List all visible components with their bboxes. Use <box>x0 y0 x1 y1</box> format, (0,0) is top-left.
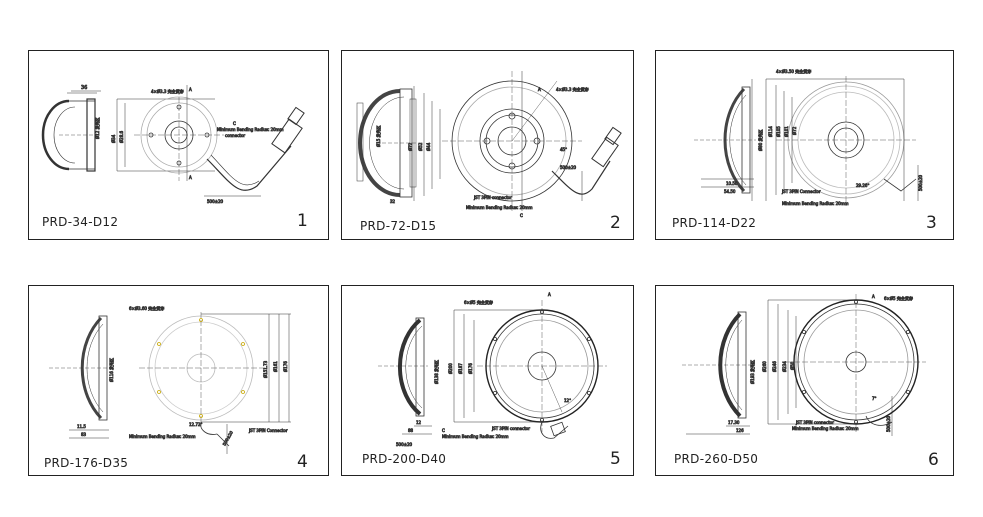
drawing-panel-5: 6×Ø5 完全贯穿 A Ø138 发光区 Ø200 Ø187 Ø176 12 8… <box>341 285 634 476</box>
label-2-8: 32 <box>390 199 396 204</box>
label-1-8: A <box>189 87 192 92</box>
label-6-2: Ø193 发光区 <box>749 360 755 384</box>
panel-number-5: 5 <box>610 449 621 469</box>
drawing-panel-1: 36 Ø12 发光区 Ø28.6 Ø34 4×Ø3.3 完全贯穿 Minimum… <box>28 50 329 240</box>
label-3-9: Minimum Bending Radius: 20mm <box>782 201 849 206</box>
technical-drawing-5: 6×Ø5 完全贯穿 A Ø138 发光区 Ø200 Ø187 Ø176 12 8… <box>378 292 607 447</box>
label-5-1: A <box>548 292 551 297</box>
technical-drawing-2: Ø15 发光区 Ø44 Ø52 Ø72 4×Ø3.3 完全贯穿 JST 3PIN… <box>356 71 622 218</box>
panel-number-4: 4 <box>297 452 308 472</box>
technical-drawing-6: 6×Ø5 完全贯穿 A Ø193 发光区 Ø260 Ø246 Ø234 Ø50 … <box>682 294 926 436</box>
label-4-7: 83 <box>81 432 87 437</box>
label-6-12: 7° <box>872 396 877 401</box>
label-2-1: Ø44 <box>426 142 431 151</box>
label-6-6: Ø50 <box>790 361 795 370</box>
label-1-4: 4×Ø3.3 完全贯穿 <box>151 88 184 94</box>
label-6-10: Minimum Bending Radius: 20mm <box>792 426 859 431</box>
panel-number-2: 2 <box>610 213 621 233</box>
technical-drawing-1: 36 Ø12 发光区 Ø28.6 Ø34 4×Ø3.3 完全贯穿 Minimum… <box>41 85 305 204</box>
label-4-5: 12.72° <box>189 422 202 427</box>
label-1-3: Ø34 <box>111 134 116 143</box>
label-5-7: 88 <box>408 428 414 433</box>
label-3-3: Ø105 <box>776 126 781 137</box>
label-3-2: Ø114 <box>768 126 773 137</box>
label-5-2: Ø138 发光区 <box>433 360 439 384</box>
label-4-1: Ø116 发光区 <box>108 358 114 382</box>
technical-drawing-4: 6×Ø3.60 完全贯穿 Ø116 发光区 Ø151.73 Ø161 Ø176 … <box>49 305 291 454</box>
label-2-0: Ø15 发光区 <box>375 125 381 147</box>
label-5-11: 12° <box>564 398 571 403</box>
label-3-6: 10.50 <box>726 181 738 186</box>
label-6-5: Ø234 <box>782 361 787 372</box>
label-5-12: C <box>442 428 445 433</box>
label-5-4: Ø187 <box>458 363 463 374</box>
label-4-3: Ø161 <box>273 361 278 372</box>
label-3-5: Ø72 <box>792 126 797 135</box>
model-label-6: PRD-260-D50 <box>674 452 759 466</box>
label-3-4: Ø101 <box>784 126 789 137</box>
label-2-11: 45° <box>560 147 567 152</box>
label-2-9: A <box>538 87 541 92</box>
label-4-8: JST 3PIN Connector <box>248 428 288 433</box>
label-4-10: 500±20 <box>222 430 235 447</box>
label-3-8: JST 3PIN Connector <box>781 189 821 194</box>
label-2-10: C <box>520 213 523 218</box>
label-5-3: Ø200 <box>448 363 453 374</box>
label-5-9: Minimum Bending Radius: 20mm <box>442 434 509 439</box>
label-2-3: Ø72 <box>408 142 413 151</box>
label-1-9: A <box>189 175 192 180</box>
model-label-3: PRD-114-D22 <box>672 216 757 230</box>
drawing-panel-3: 4×Ø3.50 完全贯穿 Ø80 发光区 Ø114 Ø105 Ø101 Ø72 … <box>655 50 954 240</box>
label-1-10: C <box>233 121 236 126</box>
label-1-6: connector <box>225 133 245 138</box>
label-4-2: Ø151.73 <box>263 360 268 378</box>
drawing-panel-2: Ø15 发光区 Ø44 Ø52 Ø72 4×Ø3.3 完全贯穿 JST 3PIN… <box>341 50 634 240</box>
label-6-7: 17.30 <box>728 420 740 425</box>
label-3-10: 500±20 <box>918 174 923 191</box>
technical-drawing-3: 4×Ø3.50 完全贯穿 Ø80 发光区 Ø114 Ø105 Ø101 Ø72 … <box>694 68 923 206</box>
label-5-8: JST 3PIN connector <box>491 426 530 431</box>
label-5-6: 12 <box>416 420 422 425</box>
label-1-7: 500±20 <box>207 199 224 204</box>
label-6-4: Ø246 <box>772 361 777 372</box>
label-6-9: JST 3PIN connector <box>795 420 834 425</box>
label-1-1: Ø12 发光区 <box>94 117 100 139</box>
label-3-1: Ø80 发光区 <box>757 129 763 151</box>
label-4-4: Ø176 <box>283 361 288 372</box>
label-1-0: 36 <box>81 85 87 91</box>
model-label-4: PRD-176-D35 <box>44 456 129 470</box>
label-2-4: 4×Ø3.3 完全贯穿 <box>556 86 589 92</box>
panel-number-6: 6 <box>928 450 939 470</box>
panel-number-3: 3 <box>926 213 937 233</box>
model-label-2: PRD-72-D15 <box>360 219 437 233</box>
label-6-11: 500±20 <box>886 415 891 432</box>
label-2-7: 500±20 <box>560 165 577 170</box>
label-3-11: 29.26° <box>856 183 869 188</box>
label-1-2: Ø28.6 <box>119 130 124 143</box>
drawing-panel-4: 6×Ø3.60 完全贯穿 Ø116 发光区 Ø151.73 Ø161 Ø176 … <box>28 285 329 476</box>
model-label-5: PRD-200-D40 <box>362 452 447 466</box>
label-4-6: 11.5 <box>77 424 86 429</box>
label-2-2: Ø52 <box>418 142 423 151</box>
label-6-8: 126 <box>736 428 744 433</box>
label-4-0: 6×Ø3.60 完全贯穿 <box>129 305 164 311</box>
model-label-1: PRD-34-D12 <box>42 215 119 229</box>
label-6-0: 6×Ø5 完全贯穿 <box>884 295 913 301</box>
label-6-1: A <box>872 294 875 299</box>
drawing-panel-6: 6×Ø5 完全贯穿 A Ø193 发光区 Ø260 Ø246 Ø234 Ø50 … <box>655 285 954 476</box>
panel-number-1: 1 <box>297 211 308 231</box>
label-1-5: Minimum Bending Radius: 20mm <box>217 127 284 132</box>
label-6-3: Ø260 <box>762 361 767 372</box>
label-3-0: 4×Ø3.50 完全贯穿 <box>776 68 811 74</box>
label-5-10: 500±20 <box>396 442 413 447</box>
label-3-7: 54.50 <box>724 189 736 194</box>
label-5-5: Ø176 <box>468 363 473 374</box>
label-5-0: 6×Ø5 完全贯穿 <box>464 299 493 305</box>
label-2-6: Minimum Bending Radius: 20mm <box>466 205 533 210</box>
label-4-9: Minimum Bending Radius: 20mm <box>129 434 196 439</box>
label-2-5: JST 3PIN connector <box>473 195 512 200</box>
